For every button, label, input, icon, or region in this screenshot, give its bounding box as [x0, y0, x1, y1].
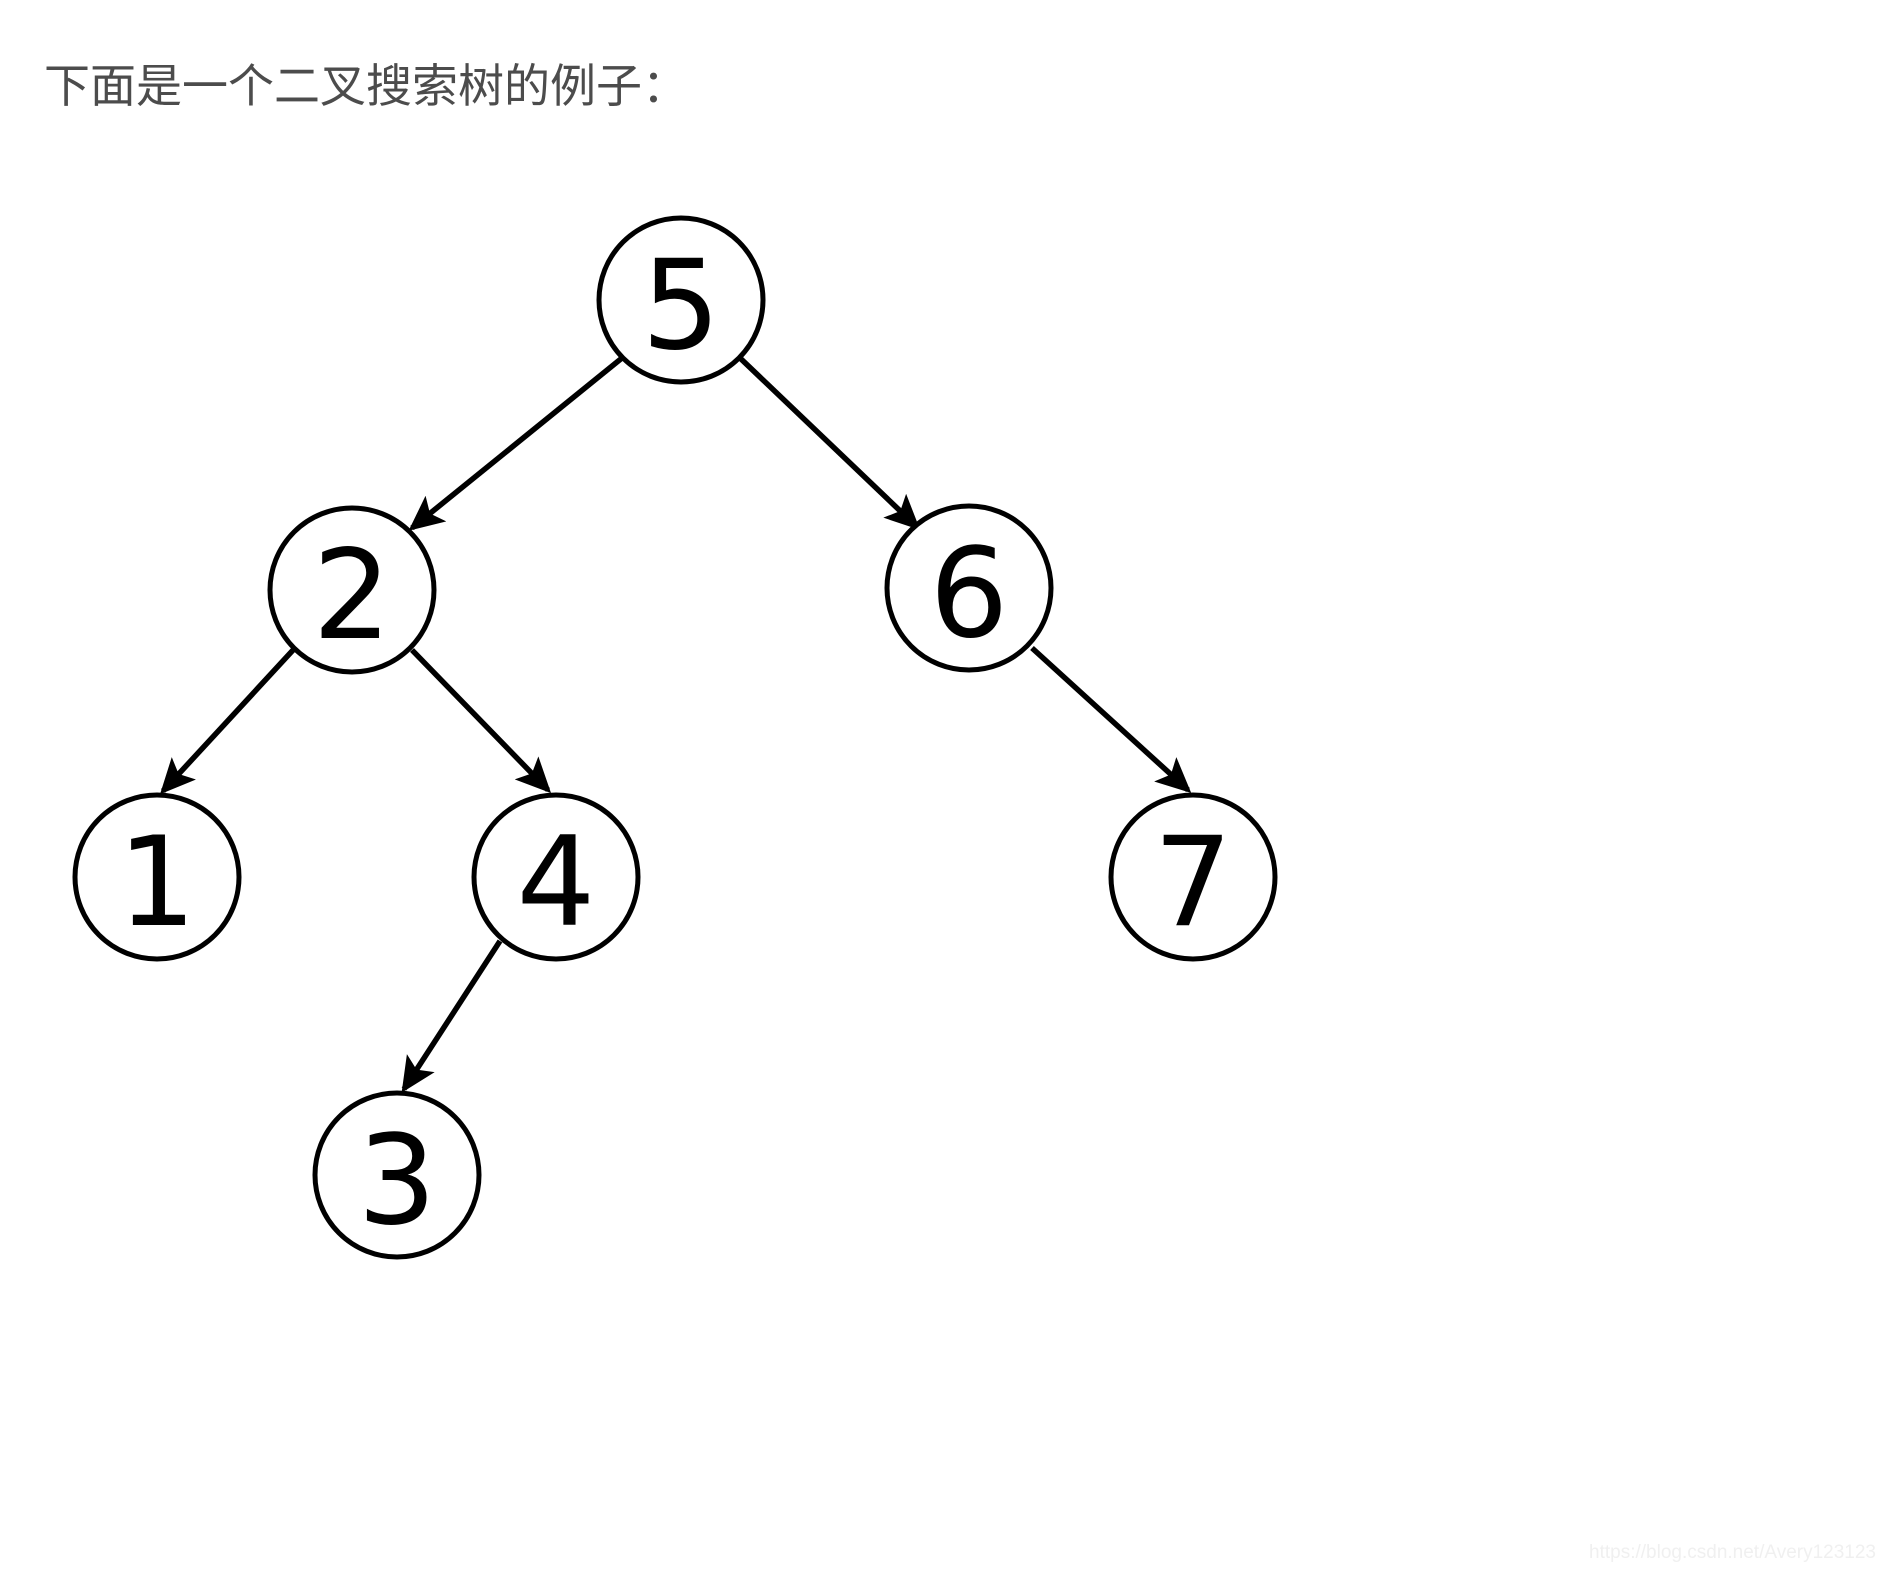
- edge-2-to-4: [410, 648, 552, 794]
- node-label: 2: [313, 524, 392, 668]
- edge-2-to-1: [160, 647, 297, 795]
- page-title: 下面是一个二叉搜索树的例子：: [44, 59, 688, 113]
- node-label: 4: [517, 811, 596, 955]
- node-1[interactable]: 1: [72, 792, 242, 962]
- edge-6-to-7: [1030, 645, 1192, 793]
- node-4[interactable]: 4: [471, 792, 641, 962]
- node-label: 3: [358, 1109, 437, 1253]
- node-circle[interactable]: [312, 1090, 482, 1260]
- edge-4-to-3: [401, 939, 503, 1093]
- node-label: 5: [642, 234, 721, 378]
- edge-5-to-6: [738, 356, 921, 531]
- node-2[interactable]: 2: [267, 505, 437, 675]
- node-3[interactable]: 3: [312, 1090, 482, 1260]
- node-circle[interactable]: [1108, 792, 1278, 962]
- edge-group: [160, 355, 1192, 1093]
- node-circle[interactable]: [267, 505, 437, 675]
- edge-5-to-2: [408, 355, 624, 531]
- node-circle[interactable]: [884, 503, 1054, 673]
- node-7[interactable]: 7: [1108, 792, 1278, 962]
- node-circle[interactable]: [471, 792, 641, 962]
- node-label: 7: [1154, 811, 1233, 955]
- node-5[interactable]: 5: [596, 215, 766, 385]
- watermark: https://blog.csdn.net/Avery123123: [1589, 1542, 1876, 1563]
- node-circle[interactable]: [596, 215, 766, 385]
- node-6[interactable]: 6: [884, 503, 1054, 673]
- node-circle[interactable]: [72, 792, 242, 962]
- node-label: 1: [118, 811, 197, 955]
- node-label: 6: [930, 522, 1009, 666]
